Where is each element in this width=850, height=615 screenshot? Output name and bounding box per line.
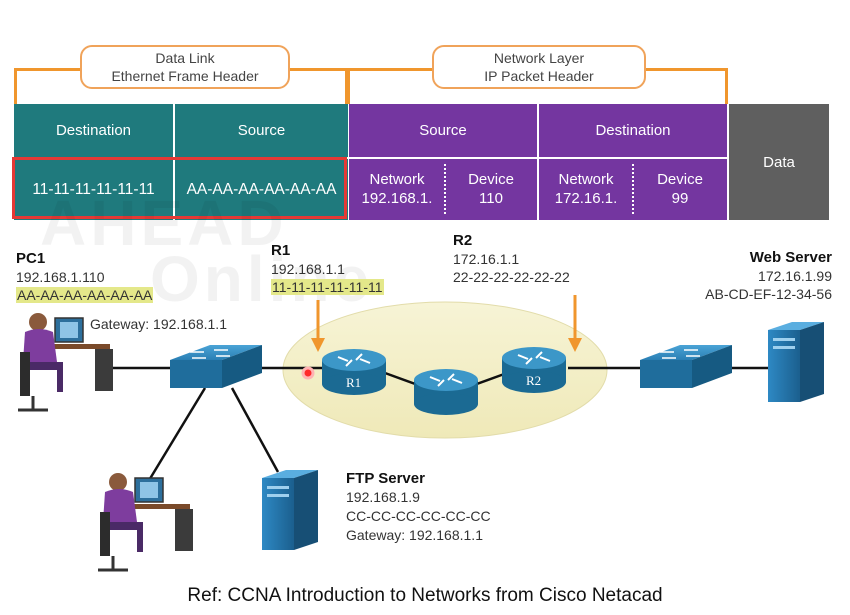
watermark-line1: AHEAD — [40, 187, 288, 259]
ftp-server-icon — [262, 470, 318, 550]
data-link-title: Data Link — [155, 50, 215, 66]
web-name: Web Server — [749, 249, 832, 266]
r1-icon-label: R1 — [346, 375, 361, 390]
router-r2-icon — [502, 347, 566, 393]
ethernet-divider — [173, 104, 175, 220]
network-links — [110, 366, 770, 483]
router-core-icon — [414, 369, 478, 415]
network-layer-title: Network Layer — [493, 50, 585, 66]
network-layer-subtitle: IP Packet Header — [484, 68, 594, 84]
ip-row-divider — [349, 157, 727, 159]
ethernet-header-block — [14, 104, 348, 220]
reference-caption: Ref: CCNA Introduction to Networks from … — [187, 585, 663, 606]
pc1-label-block: PC1 192.168.1.110 AA-AA-AA-AA-AA-AA — [16, 249, 154, 304]
ip-src-network-value: 192.168.1. — [361, 190, 433, 207]
data-block: Data — [729, 104, 829, 220]
ftp-mac: CC-CC-CC-CC-CC-CC — [346, 508, 491, 524]
switch-left-icon — [170, 345, 262, 388]
router-r1-icon — [322, 349, 386, 395]
web-label-block: Web Server 172.16.1.99 AB-CD-EF-12-34-56 — [705, 248, 832, 303]
ip-dest-device: Device 99 — [633, 162, 727, 216]
eth-destination-mac: 11-11-11-11-11-11 — [32, 180, 155, 198]
ip-dest-network-value: 172.16.1. — [554, 190, 618, 207]
ip-dest-device-value: 99 — [671, 190, 689, 207]
switch-right-icon — [640, 345, 732, 388]
ip-src-network: Network 192.168.1. — [349, 162, 445, 216]
r1-label-block: R1 192.168.1.1 11-11-11-11-11-11 — [271, 241, 384, 296]
pc1-workstation-icon — [18, 313, 113, 412]
ip-dest-network: Network 172.16.1. — [539, 162, 633, 216]
packet-indicator — [301, 366, 315, 380]
ftp-label-block: FTP Server 192.168.1.9 CC-CC-CC-CC-CC-CC… — [346, 469, 491, 545]
ip-src-device-label: Device — [468, 171, 514, 188]
r1-name: R1 — [271, 242, 291, 259]
arrow-r1-head — [311, 338, 325, 352]
ip-dest-network-label: Network — [558, 171, 614, 188]
link-core-r2 — [473, 371, 508, 387]
ip-src-device: Device 110 — [445, 162, 537, 216]
web-server-icon — [768, 322, 824, 402]
mac-address-highlight — [12, 157, 347, 219]
ftp-gateway: Gateway: 192.168.1.1 — [346, 527, 483, 543]
ip-dest-dotted-divider — [632, 164, 634, 214]
eth-source-label: Source — [237, 121, 286, 139]
link-switch-ftp — [230, 387, 280, 473]
ip-dest-device-label: Device — [657, 171, 703, 188]
ip-destination-label: Destination — [595, 121, 671, 139]
arrows — [311, 295, 582, 352]
web-ip: 172.16.1.99 — [758, 268, 832, 284]
r2-name: R2 — [453, 232, 473, 249]
r1-mac: 11-11-11-11-11-11 — [271, 279, 384, 295]
ip-source-label: Source — [419, 121, 467, 139]
ip-src-device-value: 110 — [479, 190, 503, 207]
network-layer-callout: Network Layer IP Packet Header — [432, 45, 646, 89]
pc1-gateway: Gateway: 192.168.1.1 — [90, 316, 227, 332]
ftp-ip: 192.168.1.9 — [346, 489, 420, 505]
ftp-name: FTP Server — [346, 470, 425, 487]
ip-src-dotted-divider — [444, 164, 446, 214]
r2-ip: 172.16.1.1 — [453, 251, 520, 267]
r2-label-block: R2 172.16.1.1 22-22-22-22-22-22 — [453, 231, 570, 286]
r2-icon-label: R2 — [526, 373, 541, 388]
web-mac: AB-CD-EF-12-34-56 — [705, 286, 832, 302]
pc1-mac: AA-AA-AA-AA-AA-AA — [16, 287, 154, 303]
data-link-callout: Data Link Ethernet Frame Header — [80, 45, 290, 89]
pc1-name: PC1 — [16, 250, 46, 267]
pc1-ip: 192.168.1.110 — [16, 269, 105, 285]
data-link-subtitle: Ethernet Frame Header — [111, 68, 259, 84]
pc2-workstation-icon — [98, 473, 193, 572]
ip-divider — [537, 104, 539, 220]
link-r1-core — [384, 371, 419, 387]
arrow-r2-head — [568, 338, 582, 352]
eth-destination-label: Destination — [55, 121, 132, 139]
eth-source-mac: AA-AA-AA-AA-AA-AA — [186, 180, 337, 198]
ip-src-network-label: Network — [369, 171, 425, 188]
r2-mac: 22-22-22-22-22-22 — [453, 269, 570, 285]
r1-ip: 192.168.1.1 — [271, 261, 345, 277]
link-switch-pc2 — [146, 387, 207, 483]
